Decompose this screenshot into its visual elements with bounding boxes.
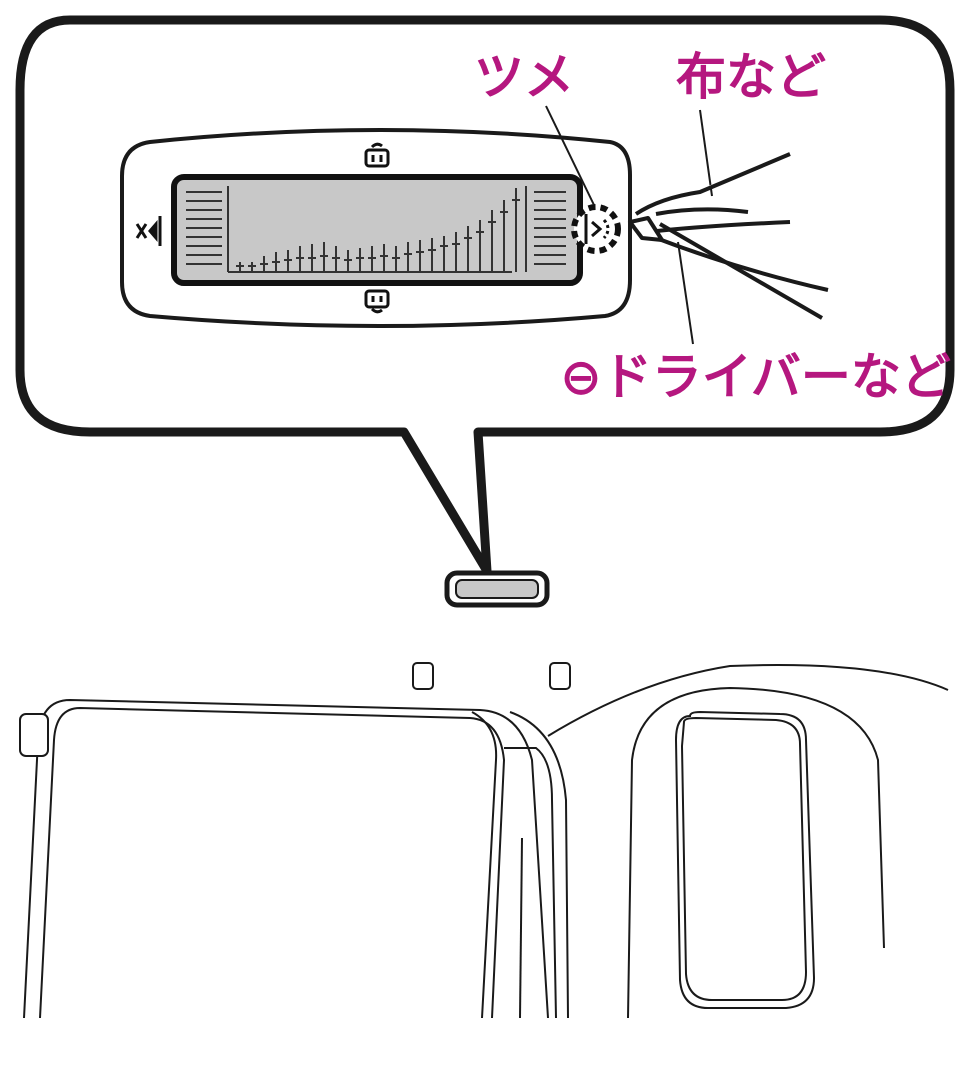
vehicle-interior <box>19 662 949 1019</box>
lcd-spectrum <box>228 186 527 273</box>
lcd-screen <box>171 174 583 286</box>
face-down-icon <box>364 289 390 314</box>
lcd-right-bars <box>534 191 566 265</box>
cloth-pointer <box>699 109 713 197</box>
screwdriver-with-cloth <box>628 152 829 320</box>
overhead-light-left <box>412 662 434 690</box>
door-frame <box>547 664 949 737</box>
label-cloth: 布など <box>676 48 826 106</box>
door-window <box>674 710 816 1009</box>
speaker-mute-icon <box>135 216 162 246</box>
label-screwdriver: ⊖ドライバーなど <box>560 348 951 406</box>
driver-pointer <box>677 241 694 345</box>
display-unit <box>120 128 632 328</box>
tab-highlight-circle <box>571 204 621 254</box>
label-tsume: ツメ <box>474 48 574 106</box>
speaker-icon <box>584 214 610 244</box>
sensor-window <box>455 579 539 599</box>
overhead-light-right <box>549 662 571 690</box>
mirror-mount <box>19 713 49 757</box>
lcd-left-bars <box>186 186 229 272</box>
windshield-frame-outer <box>23 698 549 1019</box>
tsume-pointer <box>545 105 595 206</box>
face-up-icon <box>364 142 390 168</box>
windshield-frame-inner <box>39 706 506 1019</box>
